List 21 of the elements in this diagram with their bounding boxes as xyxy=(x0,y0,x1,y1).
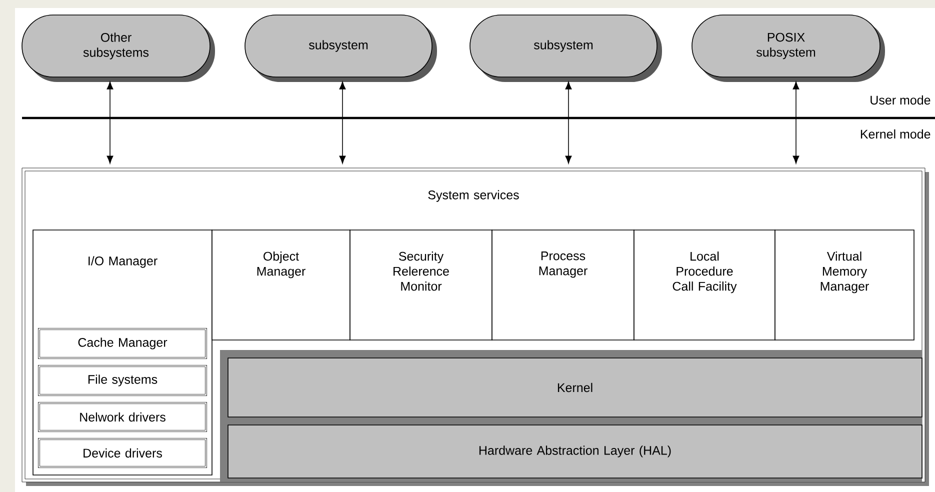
mode-label: Kernel mode xyxy=(860,129,930,139)
component-box: Cache Manager xyxy=(38,328,207,359)
subsystem-capsule: POSIX subsystem xyxy=(692,14,885,82)
component-box: File systems xyxy=(38,365,207,396)
layer-box: Kernel xyxy=(228,358,922,418)
component-box: Virtual Memory Manager xyxy=(774,230,914,340)
arrow xyxy=(792,82,800,164)
component-box: Object Manager xyxy=(212,230,350,340)
mode-label: User mode xyxy=(870,95,930,105)
component-box: Local Procedure Call Facility xyxy=(634,230,776,340)
subsystem-capsule: subsystem xyxy=(470,14,662,82)
component-box: Nelwork drivers xyxy=(38,402,207,432)
component-box: Security Relerence Monitor xyxy=(350,230,492,340)
subsystem-capsule: Other subsystems xyxy=(22,14,215,82)
component-box: Process Manager xyxy=(492,230,634,340)
layer-box: Hardware Abstraction Layer (HAL) xyxy=(228,424,922,478)
arrow xyxy=(339,82,346,164)
component-box: Device drivers xyxy=(38,438,207,468)
arrow xyxy=(565,82,572,164)
subsystem-capsule: subsystem xyxy=(244,14,437,82)
arrow xyxy=(106,82,114,164)
